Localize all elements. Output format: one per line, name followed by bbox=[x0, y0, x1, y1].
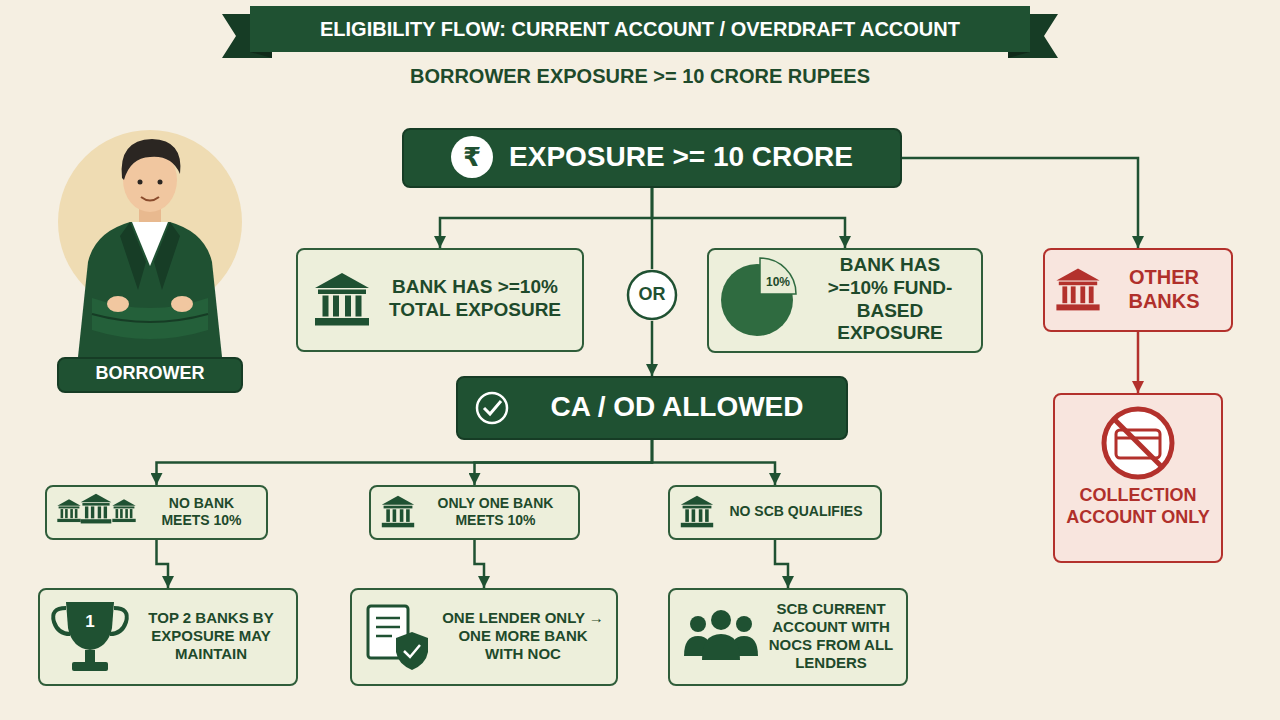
title-banner bbox=[250, 6, 1030, 52]
banks-icon bbox=[57, 499, 80, 522]
connector bbox=[157, 440, 653, 485]
people-icon bbox=[684, 610, 758, 660]
node-text: BANK HAS >=10% TOTAL EXPOSURE bbox=[378, 276, 572, 322]
no-card-icon bbox=[1104, 409, 1172, 477]
connector bbox=[157, 540, 169, 588]
pie-label: 10% bbox=[760, 274, 796, 291]
document-icon bbox=[404, 645, 420, 657]
trophy-icon bbox=[110, 608, 127, 634]
document-icon bbox=[376, 617, 400, 620]
borrower-figure bbox=[78, 222, 222, 357]
bank-icon bbox=[382, 496, 713, 528]
borrower-figure bbox=[58, 130, 242, 357]
connector bbox=[651, 321, 654, 376]
node-text: TOP 2 BANKS BY EXPOSURE MAY MAINTAIN bbox=[136, 609, 286, 663]
rank-number: 1 bbox=[75, 610, 105, 634]
bank-icon bbox=[1056, 268, 1099, 310]
bank-icon bbox=[1056, 268, 1099, 310]
connector bbox=[651, 188, 654, 269]
borrower-figure bbox=[171, 296, 193, 312]
pie-icon bbox=[721, 258, 796, 336]
node-text: COLLECTION ACCOUNT ONLY bbox=[1065, 485, 1211, 528]
result-box: CA / OD ALLOWED bbox=[456, 376, 848, 440]
document-icon bbox=[396, 632, 428, 670]
connector bbox=[902, 158, 1138, 248]
people-icon bbox=[690, 616, 706, 632]
bank-icon bbox=[315, 273, 369, 326]
connector bbox=[1137, 332, 1140, 393]
no-card-icon bbox=[1116, 437, 1160, 440]
node-text: OTHER BANKS bbox=[1107, 265, 1221, 313]
outcome-box: SCB CURRENT ACCOUNT WITH NOCS FROM ALL L… bbox=[668, 588, 908, 686]
title-banner bbox=[1008, 52, 1030, 58]
case-box: NO BANK MEETS 10% bbox=[45, 485, 268, 540]
borrower-label: BORROWER bbox=[57, 357, 243, 393]
connector bbox=[440, 188, 652, 248]
node-text: EXPOSURE >= 10 CRORE bbox=[509, 140, 853, 174]
document-icon bbox=[376, 635, 392, 638]
title-banner bbox=[250, 52, 272, 58]
subtitle-text: BORROWER EXPOSURE >= 10 CRORE RUPEES bbox=[320, 62, 960, 90]
borrower-figure bbox=[120, 222, 146, 290]
check-icon bbox=[477, 393, 507, 423]
node-text: OR bbox=[639, 284, 666, 306]
no-card-icon bbox=[1104, 409, 1172, 477]
borrower-figure bbox=[141, 197, 159, 201]
connector bbox=[652, 188, 845, 248]
trophy-icon bbox=[72, 662, 108, 671]
connector bbox=[475, 440, 653, 485]
title-banner bbox=[222, 6, 1058, 58]
trophy-icon bbox=[53, 602, 127, 671]
node-text: CA / OD ALLOWED bbox=[550, 390, 803, 424]
no-card-icon bbox=[1114, 419, 1162, 467]
circle-outline bbox=[628, 271, 676, 319]
bank-icon bbox=[382, 496, 414, 528]
node-text: NO SCB QUALIFIES bbox=[729, 503, 862, 520]
borrower-figure bbox=[92, 314, 208, 322]
condition-box: BANK HAS >=10% TOTAL EXPOSURE bbox=[296, 248, 584, 352]
node-text: ONLY ONE BANK MEETS 10% bbox=[423, 495, 568, 529]
connector bbox=[475, 540, 485, 588]
node-text: BORROWER bbox=[96, 363, 205, 385]
node-text: NO BANK MEETS 10% bbox=[147, 495, 256, 529]
people-icon bbox=[711, 610, 731, 630]
borrower-figure bbox=[107, 296, 129, 312]
borrower-figure bbox=[122, 139, 181, 180]
document-icon bbox=[368, 606, 428, 670]
trophy-icon bbox=[85, 650, 95, 662]
connector bbox=[775, 540, 788, 588]
connector bbox=[652, 440, 775, 485]
node-text: ONE LENDER ONLY → ONE MORE BANK WITH NOC bbox=[440, 609, 606, 663]
people-icon bbox=[736, 616, 752, 632]
or-circle: OR bbox=[626, 269, 678, 321]
currency-symbol: ₹ bbox=[451, 136, 493, 178]
node-text: SCB CURRENT ACCOUNT WITH NOCS FROM ALL L… bbox=[766, 600, 896, 672]
check-icon bbox=[477, 393, 507, 423]
trophy-icon bbox=[66, 602, 114, 650]
pie-icon bbox=[760, 258, 796, 294]
borrower-figure bbox=[138, 180, 143, 185]
bank-icon bbox=[315, 273, 369, 326]
banks-icon bbox=[112, 499, 135, 522]
borrower-figure bbox=[154, 222, 180, 290]
bank-icon bbox=[681, 496, 713, 528]
node-text: BANK HAS >=10% FUND-BASED EXPOSURE bbox=[809, 254, 971, 345]
banks-icon bbox=[57, 494, 135, 524]
borrower-figure bbox=[158, 180, 163, 185]
trophy-icon bbox=[53, 608, 70, 634]
banks-icon bbox=[81, 494, 112, 524]
title-text: ELIGIBILITY FLOW: CURRENT ACCOUNT / OVER… bbox=[250, 6, 1030, 52]
people-icon bbox=[702, 634, 740, 660]
check-icon bbox=[484, 401, 501, 414]
document-icon bbox=[376, 626, 400, 629]
exposure-box: ₹ EXPOSURE >= 10 CRORE bbox=[402, 128, 902, 188]
